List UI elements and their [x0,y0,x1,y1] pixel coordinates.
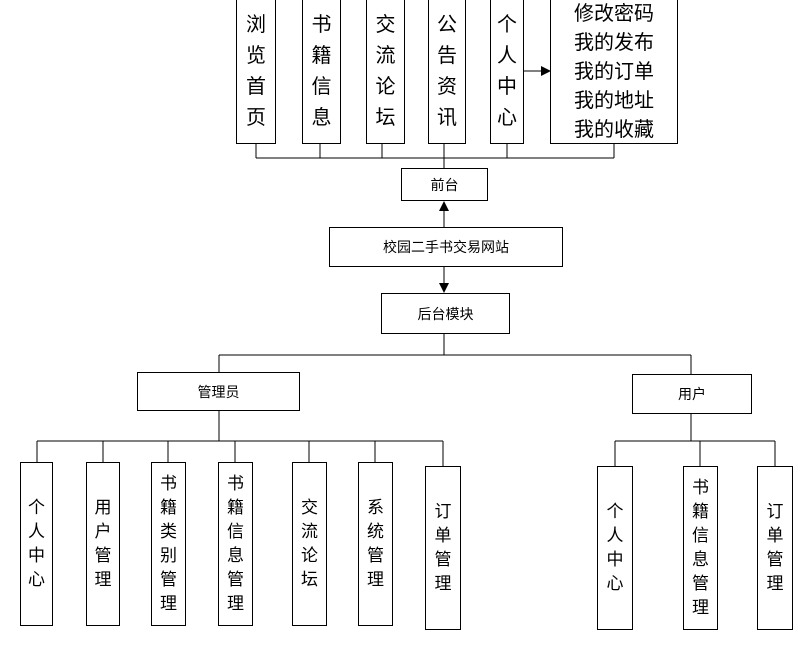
user-module-personal-center: 个人中心 [597,466,633,630]
admin-module-label: 系统管理 [367,498,384,590]
admin-module-book-info-management: 书籍信息管理 [218,462,253,626]
backend-label: 后台模块 [417,306,474,323]
front-module-label: 公告资讯 [437,12,457,129]
personal-item: 我的订单 [574,59,654,83]
admin-module-order-management: 订单管理 [425,466,461,630]
front-module-forum: 交流论坛 [366,0,405,144]
user-module-label: 订单管理 [766,502,784,594]
admin-module-book-category-management: 书籍类别管理 [151,462,186,626]
admin-module-label: 用户管理 [94,498,112,590]
user-node: 用户 [632,374,752,414]
front-module-label: 交流论坛 [375,12,396,129]
front-module-personal-center: 个人中心 [490,0,524,144]
front-module-browse-home: 浏览首页 [236,0,276,144]
admin-module-label: 书籍类别管理 [160,474,177,614]
user-module-order-management: 订单管理 [757,466,793,630]
admin-module-system-management: 系统管理 [358,462,393,626]
frontend-label: 前台 [430,177,459,194]
frontend-node: 前台 [401,168,488,201]
system-title: 校园二手书交易网站 [383,240,509,256]
admin-module-label: 交流论坛 [301,498,318,590]
user-module-label: 书籍信息管理 [692,478,709,618]
front-module-announcements: 公告资讯 [428,0,466,144]
personal-item: 我的收藏 [574,117,654,141]
front-module-book-info: 书籍信息 [302,0,341,144]
user-module-label: 个人中心 [606,502,624,594]
personal-item: 我的地址 [574,88,654,112]
backend-node: 后台模块 [381,293,510,334]
system-root-node: 校园二手书交易网站 [329,227,563,267]
user-module-book-info-management: 书籍信息管理 [683,466,718,630]
front-module-label: 书籍信息 [311,12,332,129]
admin-module-user-management: 用户管理 [86,462,120,626]
admin-module-label: 订单管理 [434,502,452,594]
front-module-label: 浏览首页 [246,12,266,129]
personal-item: 我的发布 [574,30,654,54]
personal-center-items: 修改密码 我的发布 我的订单 我的地址 我的收藏 [550,0,678,144]
personal-item: 修改密码 [574,1,654,25]
front-module-label: 个人中心 [497,12,517,129]
admin-module-forum: 交流论坛 [292,462,327,626]
admin-label: 管理员 [197,384,240,401]
admin-module-personal-center: 个人中心 [20,462,53,626]
admin-module-label: 书籍信息管理 [227,474,244,614]
admin-module-label: 个人中心 [28,498,45,590]
admin-node: 管理员 [137,372,300,411]
user-label: 用户 [678,387,706,403]
